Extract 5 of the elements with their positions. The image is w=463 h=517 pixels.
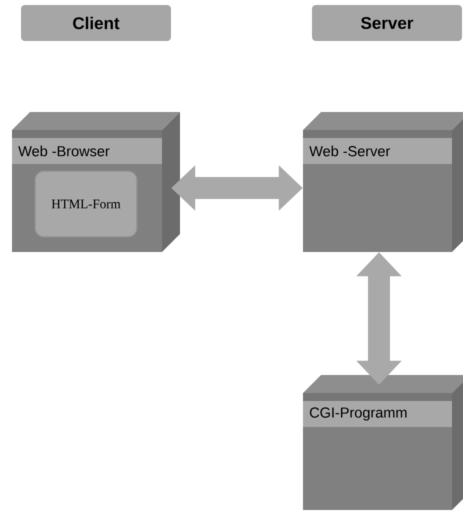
heading-box: Server xyxy=(312,5,462,41)
form-box: HTML-Form xyxy=(34,170,138,238)
cube: CGI-Programm xyxy=(303,375,463,510)
cube: Web -Server xyxy=(303,112,463,252)
heading-box: Client xyxy=(21,5,171,41)
